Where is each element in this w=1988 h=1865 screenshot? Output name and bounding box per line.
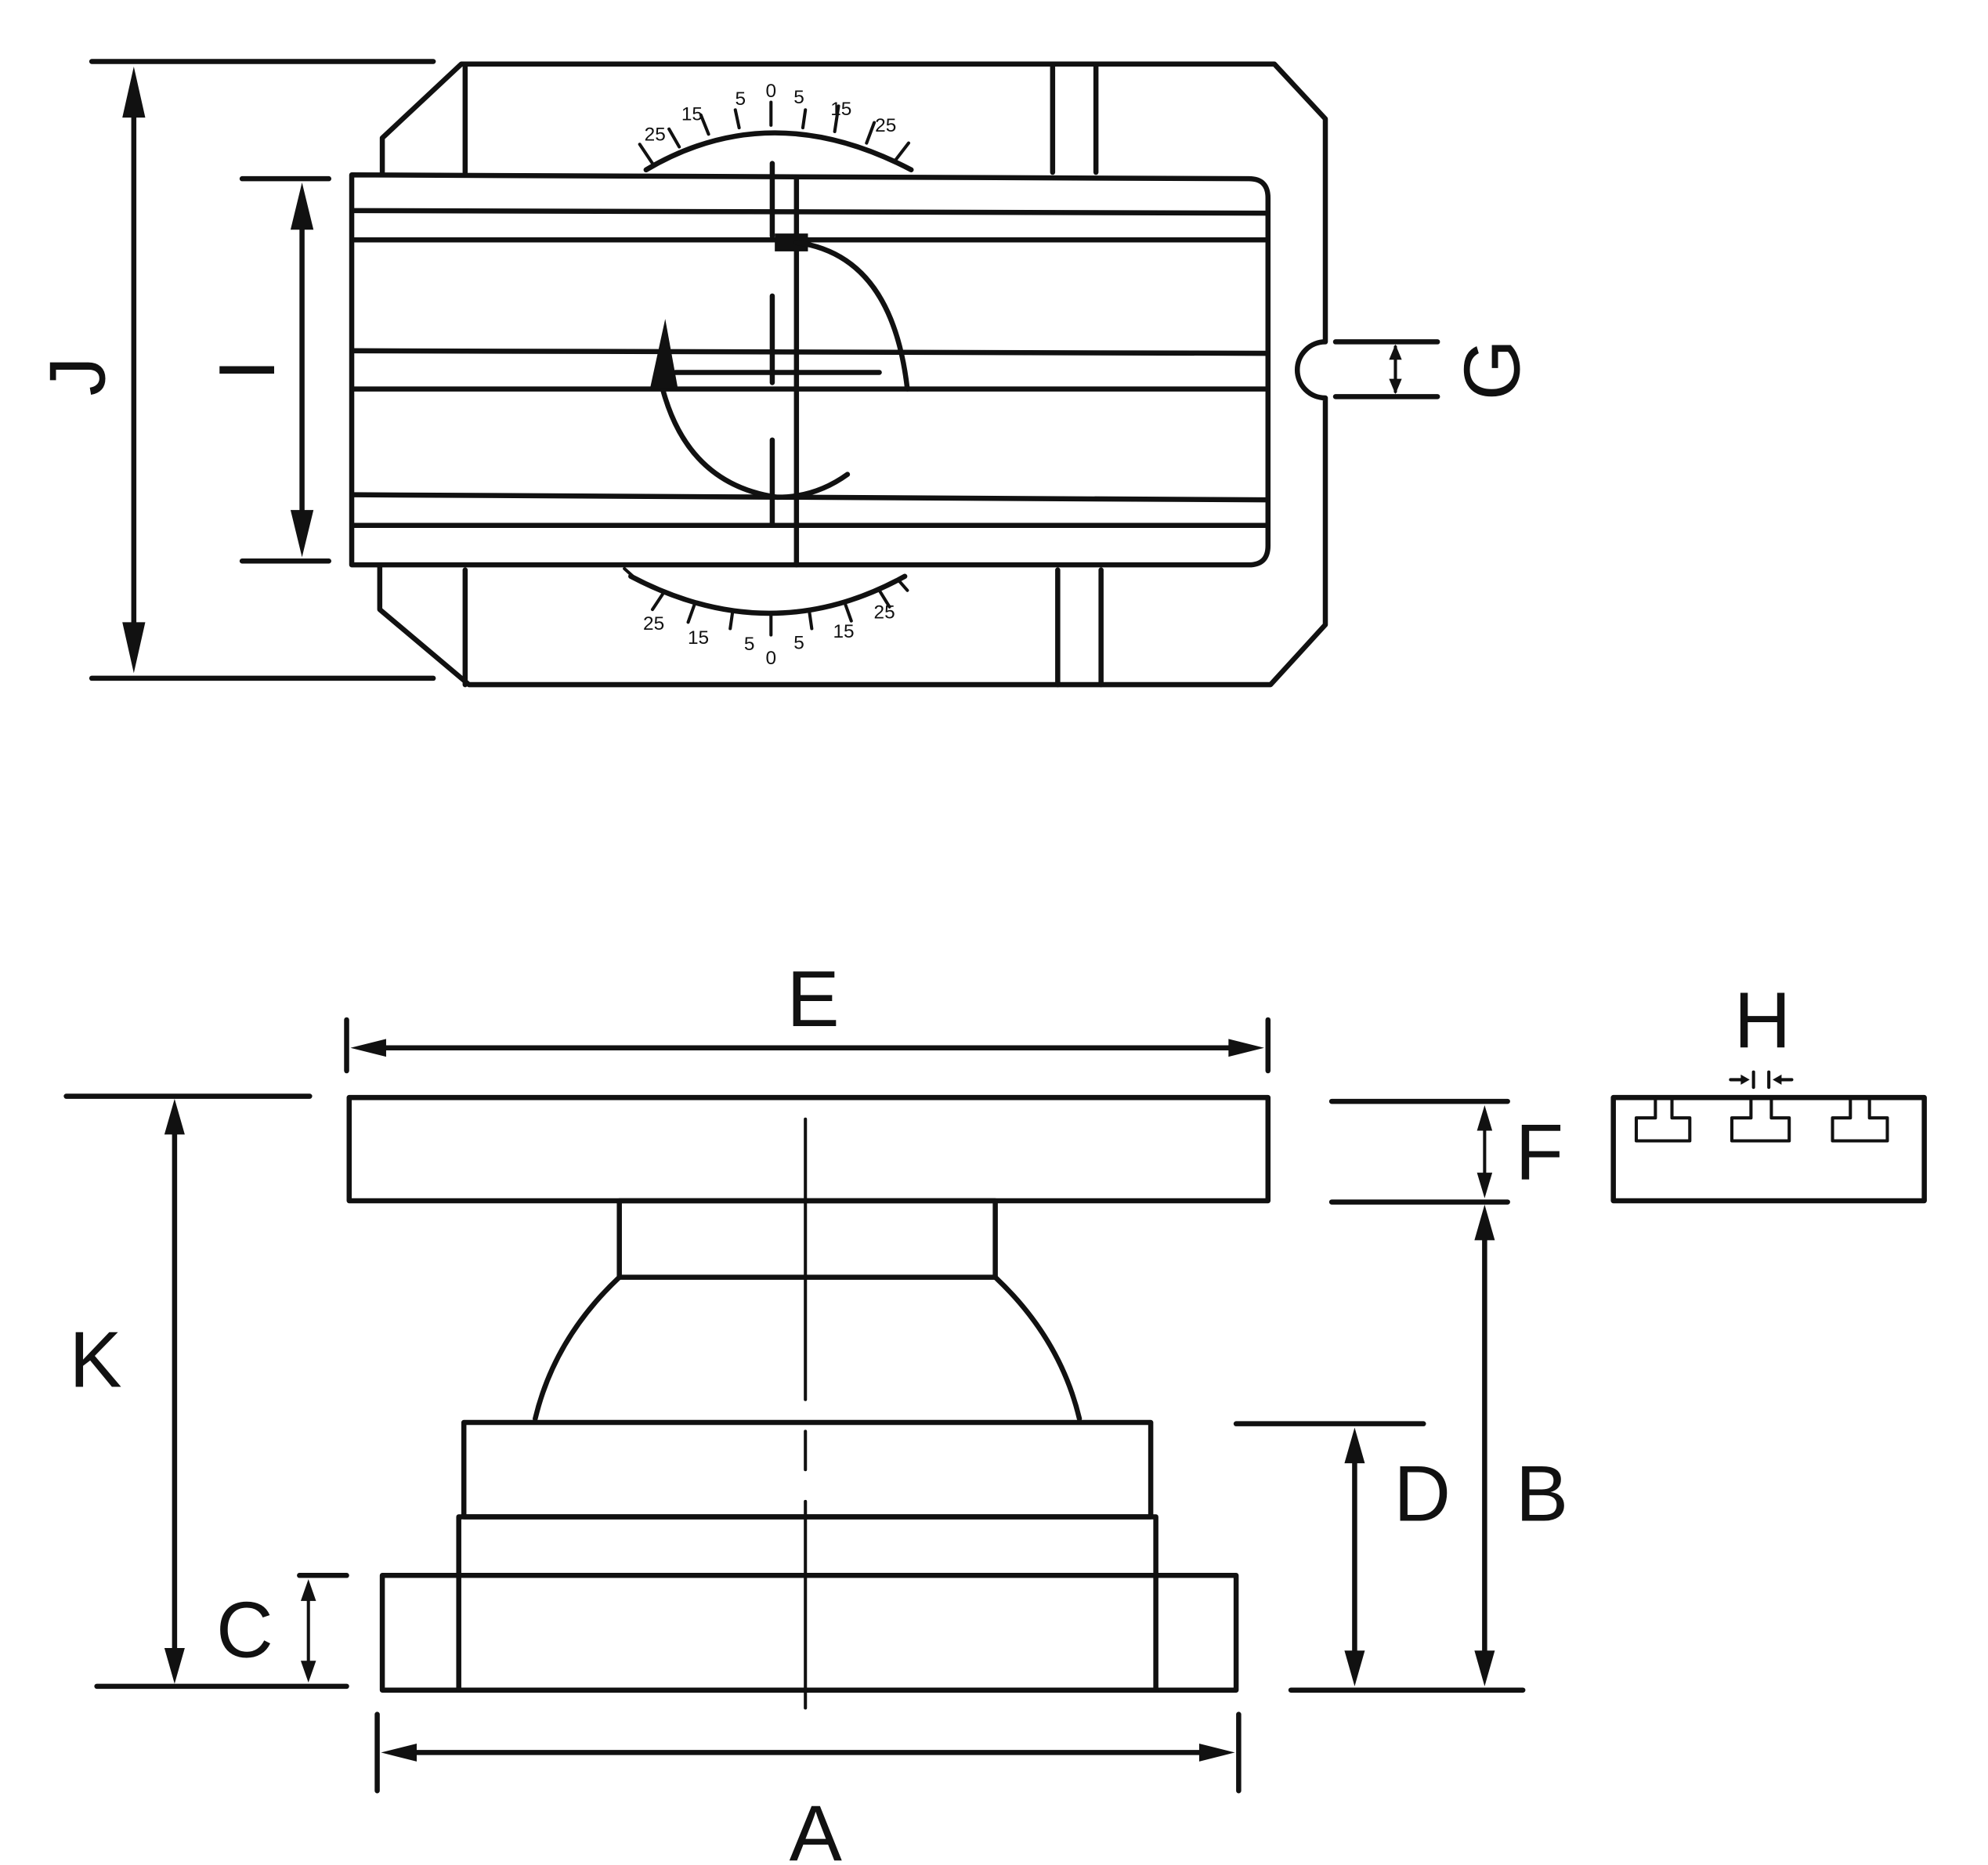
dimension-b: B xyxy=(1474,1204,1568,1686)
top-scale-label: 25 xyxy=(875,115,896,136)
dimension-a: A xyxy=(374,1711,1242,1865)
label-a: A xyxy=(790,1791,843,1865)
top-scale-label: 0 xyxy=(765,81,776,102)
bottom-scale-label: 5 xyxy=(744,634,755,655)
top-view: 25 15 5 0 5 15 25 25 15 5 0 5 15 xyxy=(34,59,1536,688)
label-h: H xyxy=(1734,978,1791,1065)
bottom-scale-label: 15 xyxy=(688,627,709,649)
rotation-arrow xyxy=(660,240,910,501)
dimension-d: D xyxy=(1233,1421,1526,1693)
top-scale-ticks xyxy=(638,100,911,165)
bottom-scale-label: 25 xyxy=(874,602,895,623)
neck xyxy=(616,1198,998,1280)
middle-base-block xyxy=(456,1514,1158,1693)
side-view: E K C A D B xyxy=(63,956,1927,1865)
bottom-scale-label: 5 xyxy=(793,633,804,654)
dimension-j: J xyxy=(34,59,436,681)
base-slot-lines xyxy=(462,61,1104,688)
label-i: I xyxy=(204,359,291,381)
bottom-scale-label: 0 xyxy=(765,648,776,669)
base-plate-outline xyxy=(377,61,1328,688)
rotation-arrowhead xyxy=(649,319,678,389)
dimension-f: F xyxy=(1328,1098,1564,1205)
top-scale-label: 15 xyxy=(830,99,851,120)
label-b: B xyxy=(1516,1450,1568,1538)
top-scale-label: 15 xyxy=(681,103,703,125)
top-scale-arc xyxy=(643,130,914,173)
dimension-c: C xyxy=(216,1573,349,1682)
bottom-scale-label: 15 xyxy=(833,621,854,642)
label-j: J xyxy=(34,356,121,396)
top-scale-label: 5 xyxy=(735,89,746,110)
dome-curves xyxy=(533,1274,1083,1422)
label-f: F xyxy=(1516,1108,1564,1196)
label-k: K xyxy=(69,1316,121,1404)
upper-base-block xyxy=(461,1419,1154,1520)
label-d: D xyxy=(1393,1450,1451,1538)
label-g: G xyxy=(1448,339,1536,400)
t-slot-detail: H xyxy=(1610,978,1927,1204)
bottom-scale-ticks xyxy=(623,566,909,637)
label-c: C xyxy=(216,1586,273,1674)
top-scale-label: 5 xyxy=(793,87,804,108)
top-scale-label: 25 xyxy=(645,124,666,145)
pivot-marker xyxy=(775,233,808,251)
bottom-scale-arc xyxy=(628,573,908,616)
dimension-k: K xyxy=(63,1093,349,1690)
label-e: E xyxy=(786,956,839,1043)
dimension-i: I xyxy=(204,175,331,564)
table-top xyxy=(346,1094,1271,1204)
base-flange xyxy=(379,1573,1239,1693)
bottom-scale-label: 25 xyxy=(643,613,664,634)
dimension-e: E xyxy=(344,956,1271,1074)
dimension-g: G xyxy=(1332,339,1536,400)
